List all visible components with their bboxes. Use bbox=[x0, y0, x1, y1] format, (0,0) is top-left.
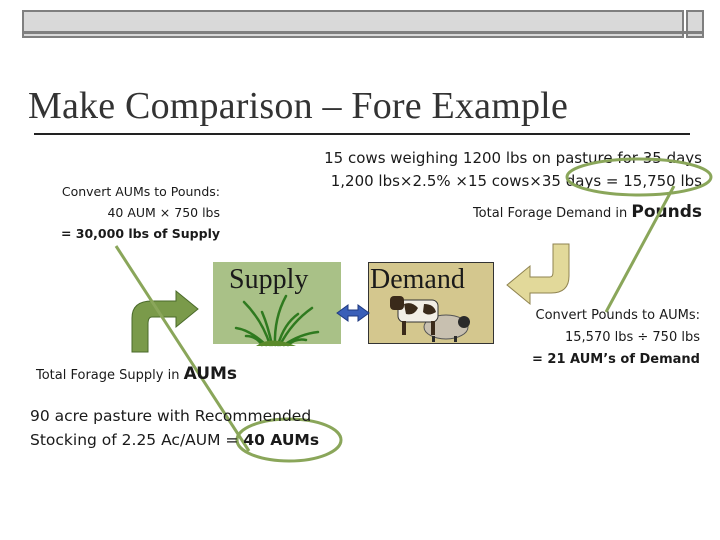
demand-conversion-line-1: 15,570 lbs ÷ 750 lbs bbox=[565, 330, 700, 345]
pasture-line-1: 90 acre pasture with Recommended bbox=[30, 407, 312, 425]
demand-connector-line bbox=[604, 185, 676, 313]
double-arrow-icon bbox=[336, 304, 370, 322]
demand-line-1: 15 cows weighing 1200 lbs on pasture for… bbox=[324, 149, 702, 167]
supply-conversion-result: = 30,000 lbs of Supply bbox=[60, 226, 220, 241]
supply-connector-line bbox=[114, 245, 251, 452]
supply-conversion-line-1: 40 AUM × 750 lbs bbox=[107, 205, 220, 220]
supply-label: Supply bbox=[229, 264, 309, 295]
pasture-stocking-note: 90 acre pasture with Recommended Stockin… bbox=[30, 404, 319, 452]
slide-title: Make Comparison – Fore Example bbox=[28, 85, 569, 127]
pasture-aum-value: 40 AUMs bbox=[243, 431, 320, 449]
supply-box bbox=[213, 262, 341, 344]
header-bar-rule bbox=[22, 31, 704, 34]
total-forage-supply-label: Total Forage Supply in AUMs bbox=[36, 364, 238, 384]
cow-icon bbox=[390, 296, 439, 335]
demand-pounds-highlight bbox=[565, 157, 713, 197]
pasture-aum-highlight bbox=[235, 417, 343, 463]
demand-label: Demand bbox=[370, 264, 465, 295]
demand-line-2: 1,200 lbs×2.5% ×15 cows×35 days = 15,750… bbox=[330, 172, 702, 190]
yellow-arrow-icon bbox=[506, 243, 570, 306]
total-forage-demand-label: Total Forage Demand in Pounds bbox=[472, 202, 702, 222]
title-underline bbox=[34, 133, 690, 135]
green-arrow-icon bbox=[131, 289, 199, 353]
demand-conversion-result: = 21 AUM’s of Demand bbox=[532, 352, 700, 367]
demand-calculation: 15 cows weighing 1200 lbs on pasture for… bbox=[324, 147, 702, 193]
grass-clump-icon bbox=[234, 294, 320, 347]
supply-conversion-heading: Convert AUMs to Pounds: bbox=[61, 184, 220, 199]
demand-conversion-heading: Convert Pounds to AUMs: bbox=[535, 308, 700, 323]
header-bar bbox=[22, 10, 704, 38]
demand-conversion: Convert Pounds to AUMs: 15,570 lbs ÷ 750… bbox=[532, 305, 700, 371]
pasture-line-2: Stocking of 2.25 Ac/AUM = 40 AUMs bbox=[30, 431, 320, 449]
supply-conversion: Convert AUMs to Pounds: 40 AUM × 750 lbs… bbox=[20, 181, 220, 244]
